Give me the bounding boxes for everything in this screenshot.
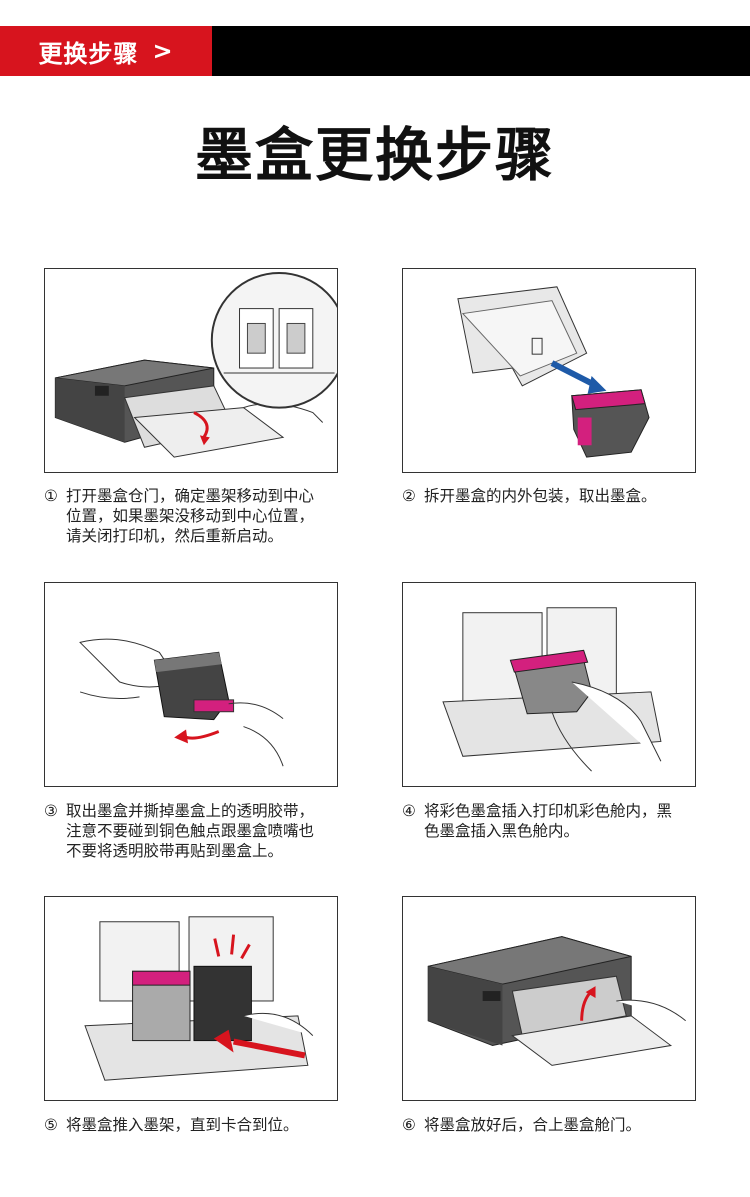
step-number: ⑤ bbox=[44, 1116, 58, 1134]
step-number: ④ bbox=[402, 802, 416, 820]
chevron-right-icon: > bbox=[152, 37, 174, 65]
push-cartridge-image bbox=[84, 916, 314, 1081]
section-tab[interactable]: 更换步骤 > bbox=[0, 26, 212, 76]
step-number: ⑥ bbox=[402, 1116, 416, 1134]
step-number: ① bbox=[44, 487, 58, 505]
step-1-illustration bbox=[44, 268, 338, 473]
step-3-illustration bbox=[44, 582, 338, 787]
insert-color-cartridge-image bbox=[442, 607, 662, 772]
page-title: 墨盒更换步骤 bbox=[194, 121, 555, 189]
step-4-illustration bbox=[402, 582, 696, 787]
header-banner: 更换步骤 > bbox=[0, 26, 750, 76]
printer-close-door-image bbox=[427, 936, 686, 1066]
printer-open-door-image bbox=[54, 271, 337, 458]
section-tab-label: 更换步骤 bbox=[38, 39, 139, 68]
cartridge-package-image bbox=[457, 286, 650, 458]
step-number: ③ bbox=[44, 802, 58, 820]
step-2-illustration bbox=[402, 268, 696, 473]
step-5-illustration bbox=[44, 896, 338, 1101]
remove-tape-image bbox=[79, 638, 284, 767]
step-number: ② bbox=[402, 487, 416, 505]
step-6-illustration bbox=[402, 896, 696, 1101]
